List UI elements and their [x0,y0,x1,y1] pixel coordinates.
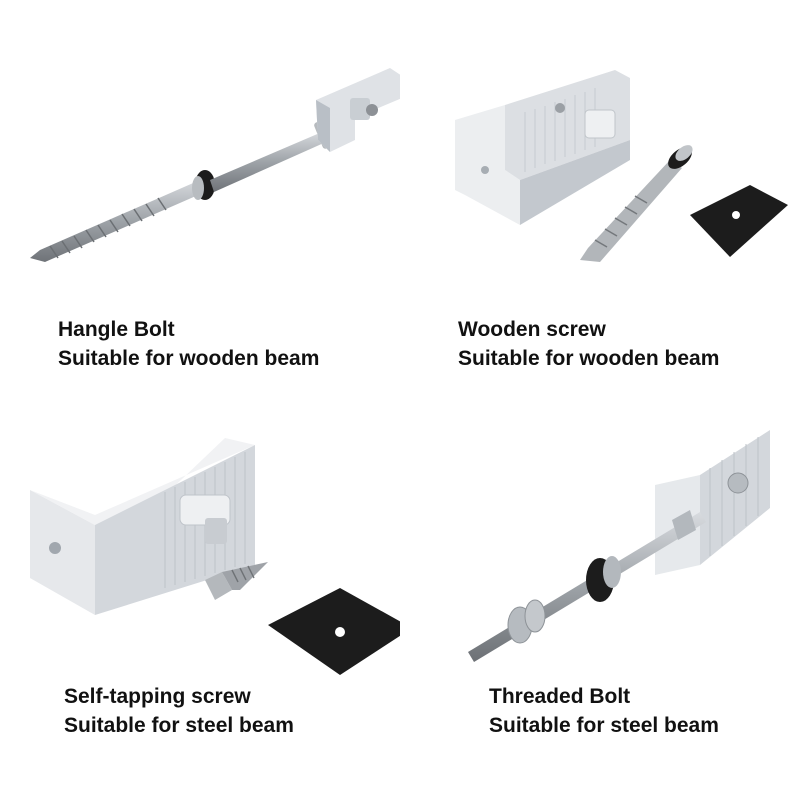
wood-screw-illustration [455,70,788,262]
hanger-bolt-illustration [30,68,400,262]
product-self-tapping-screw: Self-tapping screw Suitable for steel be… [0,400,400,800]
product-subtitle: Suitable for wooden beam [58,347,320,370]
product-title: Threaded Bolt [489,685,631,708]
screw-thread-icon [30,180,205,262]
threaded-bolt-illustration [468,430,770,662]
product-title: Hangle Bolt [58,318,175,341]
product-title: Wooden screw [458,318,606,341]
product-caption: Self-tapping screw Suitable for steel be… [64,682,294,740]
screw-thread-icon [580,145,693,262]
product-caption: Hangle Bolt Suitable for wooden beam [58,315,319,373]
product-caption: Wooden screw Suitable for wooden beam [458,315,719,373]
self-tapping-screw-illustration [30,438,400,675]
product-subtitle: Suitable for steel beam [64,714,294,737]
product-subtitle: Suitable for steel beam [489,714,719,737]
product-caption: Threaded Bolt Suitable for steel beam [489,682,719,740]
product-subtitle: Suitable for wooden beam [458,347,720,370]
product-title: Self-tapping screw [64,685,251,708]
product-threaded-bolt: Threaded Bolt Suitable for steel beam [400,400,800,800]
product-hangle-bolt: Hangle Bolt Suitable for wooden beam [0,0,400,400]
product-wooden-screw: Wooden screw Suitable for wooden beam [400,0,800,400]
screw-thread-icon [205,562,268,600]
